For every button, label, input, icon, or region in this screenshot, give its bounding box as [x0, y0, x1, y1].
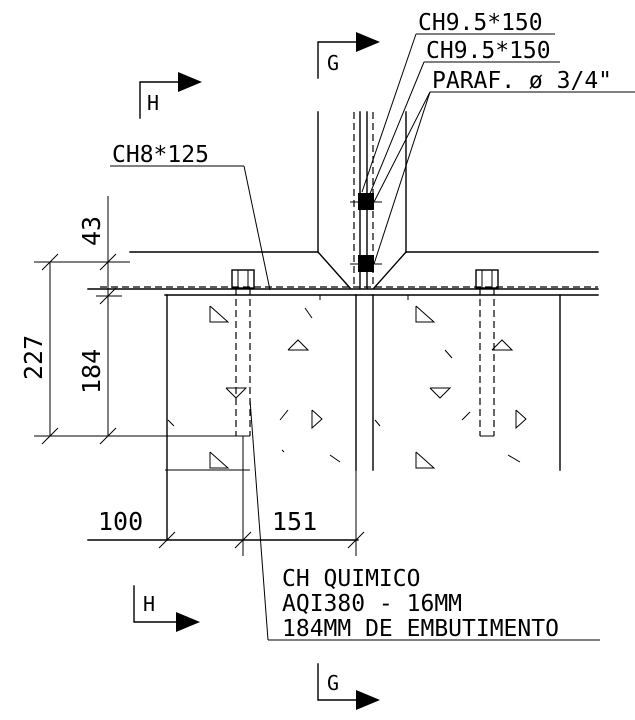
dim-100-label: 100 [98, 507, 143, 536]
label-anchor-line3: 184MM DE EMBUTIMENTO [282, 616, 559, 642]
dimension-227: 227 [19, 253, 250, 445]
dimension-43: 43 [77, 196, 122, 305]
upper-column [129, 111, 599, 289]
label-anchor-line1: CH QUIMICO [282, 566, 420, 592]
section-marker-g-top: G [317, 32, 380, 79]
concrete-left [165, 294, 357, 541]
dim-227-label: 227 [19, 335, 48, 380]
anchor-nut-left [231, 269, 255, 289]
section-label-h-top: H [147, 91, 159, 115]
callout-base-plate: CH8*125 [110, 142, 271, 291]
label-plate-top-2: CH9.5*150 [426, 38, 551, 64]
anchor-rod-right [479, 288, 495, 437]
callout-plate-2: CH9.5*150 [368, 38, 560, 197]
section-marker-h-top: H [139, 72, 202, 119]
label-base-plate: CH8*125 [112, 142, 209, 168]
callout-anchor: CH QUIMICO AQI380 - 16MM 184MM DE EMBUTI… [249, 399, 600, 642]
dimension-100-151: 100 151 [87, 436, 365, 556]
label-bolt: PARAF. ø 3/4" [432, 68, 612, 94]
concrete-right [372, 294, 561, 471]
section-marker-g-bottom: G [317, 663, 380, 710]
concrete-hatch [167, 305, 527, 469]
anchor-nut-right [475, 269, 499, 289]
section-marker-h-bottom: H [133, 585, 200, 632]
anchor-rod-left [235, 288, 251, 437]
label-anchor-line2: AQI380 - 16MM [282, 591, 462, 617]
dimension-184: 184 [77, 296, 117, 445]
dim-43-label: 43 [77, 216, 106, 246]
dim-151-label: 151 [272, 507, 317, 536]
callout-bolt: PARAF. ø 3/4" [373, 68, 635, 265]
callout-plate-1: CH9.5*150 [361, 10, 555, 193]
section-label-g-bottom: G [327, 671, 339, 695]
section-label-g-top: G [327, 51, 339, 75]
base-plate [87, 269, 599, 300]
section-label-h-bottom: H [143, 592, 155, 616]
dim-184-label: 184 [77, 349, 106, 394]
label-plate-top-1: CH9.5*150 [418, 10, 543, 36]
